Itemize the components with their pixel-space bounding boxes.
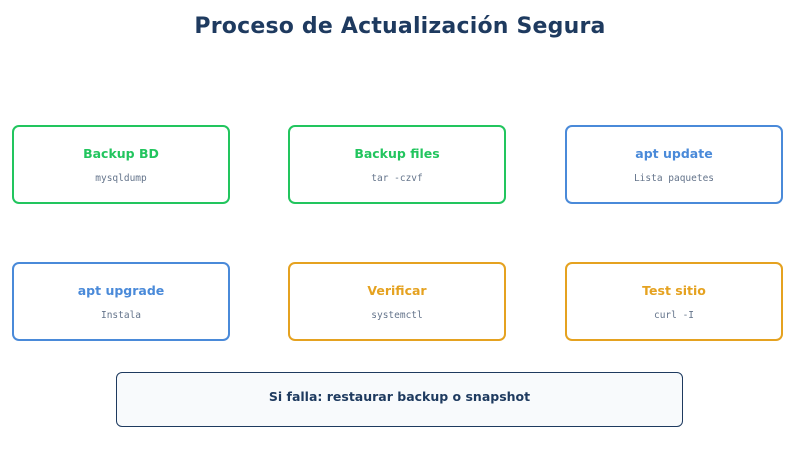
step-backup-bd: Backup BD mysqldump [12,125,230,204]
step-command: systemctl [371,310,423,321]
step-command: mysqldump [95,173,147,184]
step-command: Instala [100,310,142,321]
step-name: Backup BD [83,146,159,161]
step-name: apt upgrade [77,283,165,298]
step-apt-upgrade: apt upgrade Instala [12,262,230,341]
step-verificar: Verificar systemctl [288,262,506,341]
step-command: tar -czvf [371,173,423,184]
step-name: Verificar [367,283,427,298]
step-apt-update: apt update Lista paquetes [565,125,783,204]
fallback-note: Si falla: restaurar backup o snapshot [116,372,683,427]
fallback-text: Si falla: restaurar backup o snapshot [268,389,531,404]
step-name: Backup files [354,146,440,161]
step-backup-files: Backup files tar -czvf [288,125,506,204]
step-command: curl -I [653,310,695,321]
step-name: apt update [635,146,713,161]
page-title: Proceso de Actualización Segura [194,14,606,39]
step-test-sitio: Test sitio curl -I [565,262,783,341]
step-command: Lista paquetes [633,173,715,184]
step-name: Test sitio [642,283,706,298]
